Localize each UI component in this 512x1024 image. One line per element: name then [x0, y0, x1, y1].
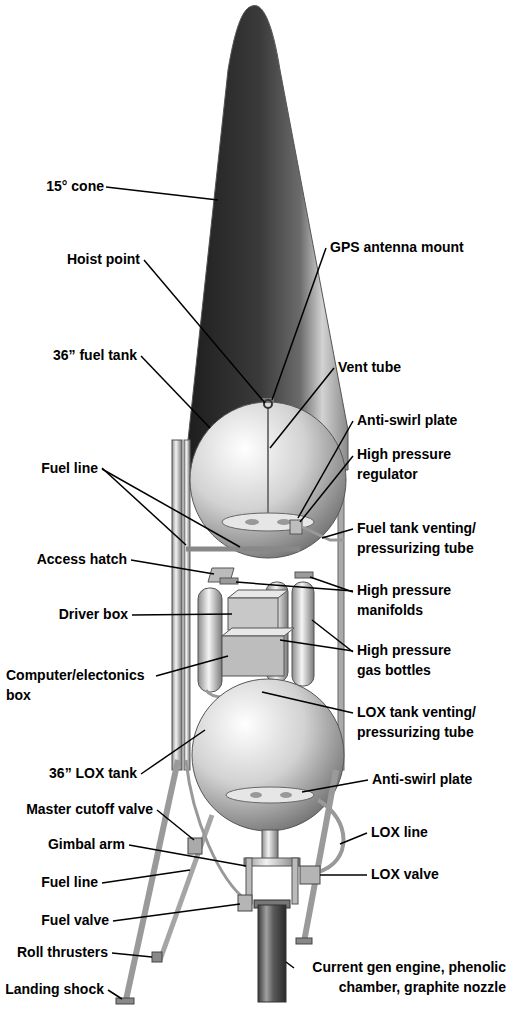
leader-line: [156, 656, 228, 676]
leader-line: [102, 469, 240, 547]
leader-line: [310, 577, 353, 592]
leg-foot: [296, 938, 312, 944]
landing-leg: [126, 760, 178, 1000]
part-label: Access hatch: [6, 549, 127, 569]
leader-line: [300, 456, 353, 522]
part-label: High pressure regulator: [357, 444, 477, 484]
leader-line: [322, 529, 353, 538]
leader-line: [280, 640, 353, 651]
left-rail: [172, 440, 182, 770]
plate-hole: [280, 792, 292, 798]
part-label: Anti-swirl plate: [372, 769, 507, 789]
part-label: Master cutoff valve: [5, 799, 153, 819]
fuel-tank: [190, 402, 346, 558]
part-label: Current gen engine, phenolic chamber, gr…: [296, 957, 506, 997]
leader-line: [132, 614, 232, 615]
fuel-line-pipe: [184, 440, 190, 770]
fuel-valve: [238, 895, 252, 911]
nose-cone: [188, 5, 348, 470]
part-label: Vent tube: [338, 357, 488, 377]
leader-line: [270, 368, 334, 448]
plate-hole: [277, 519, 291, 525]
leader-line: [144, 260, 265, 403]
leader-line: [286, 962, 294, 968]
driver-box: [228, 598, 278, 630]
vent-tube: [267, 408, 269, 515]
leader-line: [141, 730, 205, 774]
part-label: Roll thrusters: [4, 942, 108, 962]
leader-line: [102, 468, 186, 545]
lox-tank: [192, 679, 344, 831]
part-label: 36” LOX tank: [5, 763, 137, 783]
leader-line: [141, 356, 210, 428]
plate-hole: [245, 519, 259, 525]
master-valve: [188, 838, 202, 854]
part-label: LOX valve: [371, 864, 506, 884]
leader-line: [312, 620, 353, 652]
hoist-point: [264, 400, 272, 408]
roll-thruster: [152, 952, 162, 962]
part-label: Computer/electonics box: [6, 665, 156, 705]
engine: [258, 905, 286, 1002]
leader-line: [302, 780, 368, 792]
leader-line: [320, 874, 367, 876]
part-label: High pressure manifolds: [357, 580, 477, 620]
manifold: [220, 578, 238, 584]
leader-line: [106, 187, 218, 200]
part-label: Fuel tank venting/ pressurizing tube: [357, 518, 507, 558]
part-label: Fuel valve: [5, 910, 109, 930]
part-label: Anti-swirl plate: [357, 410, 507, 430]
leader-line: [131, 560, 214, 574]
box-top: [222, 628, 294, 636]
part-label: 15° cone: [4, 176, 104, 196]
right-rail: [338, 470, 344, 770]
fuel-line-pipe: [186, 760, 246, 900]
part-label: LOX line: [371, 822, 506, 842]
box-top: [228, 590, 288, 598]
part-label: Landing shock: [4, 979, 104, 999]
leader-line: [298, 421, 353, 518]
computer-box: [222, 636, 284, 676]
leader-line: [113, 904, 240, 921]
part-label: Fuel line: [6, 458, 98, 478]
anti-swirl-plate: [226, 787, 314, 803]
leader-line: [102, 870, 190, 883]
landing-shock: [116, 998, 134, 1004]
leader-line: [157, 810, 194, 840]
fuel-line-pipe: [186, 547, 300, 552]
leader-line: [108, 990, 122, 999]
gas-bottle: [198, 588, 222, 692]
part-label: Driver box: [6, 604, 128, 624]
leader-lines: [102, 187, 368, 999]
leader-line: [340, 833, 367, 844]
part-label: Hoist point: [10, 249, 140, 269]
plate-hole: [250, 792, 262, 798]
part-label: Gimbal arm: [5, 834, 125, 854]
gimbal-arm: [292, 858, 298, 904]
part-label: High pressure gas bottles: [357, 640, 477, 680]
feed-pipe: [262, 830, 278, 860]
part-label: Fuel line: [6, 872, 98, 892]
landing-leg: [304, 770, 336, 942]
leader-line: [262, 692, 353, 713]
leader-line: [112, 953, 152, 957]
leader-line: [129, 845, 246, 866]
part-label: 36” fuel tank: [5, 345, 137, 365]
lox-line: [318, 800, 344, 872]
leader-line: [272, 248, 326, 400]
part-label: LOX tank venting/ pressurizing tube: [357, 702, 507, 742]
gas-bottle: [292, 582, 314, 686]
part-label: GPS antenna mount: [330, 237, 506, 257]
lox-valve: [300, 866, 320, 884]
